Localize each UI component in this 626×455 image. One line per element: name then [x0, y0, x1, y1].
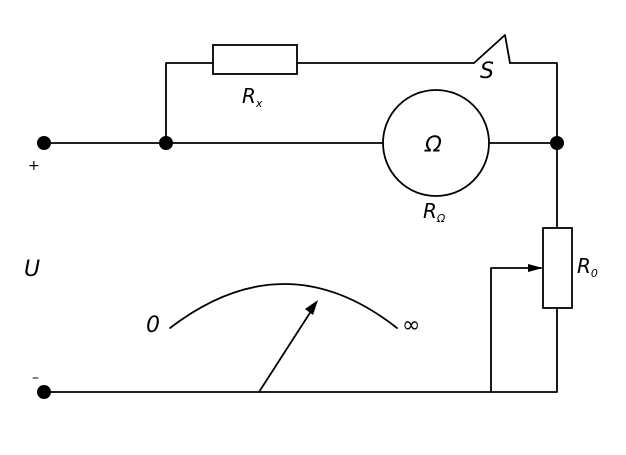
source-label: U [24, 257, 40, 282]
ohmmeter-label: RΩ [423, 199, 446, 225]
positive-terminal-dot [37, 136, 51, 150]
rheostat-slider-wire [490, 267, 542, 393]
right-junction-dot [550, 136, 564, 150]
left-junction-dot [159, 136, 173, 150]
scale-arc [169, 283, 398, 329]
switch-label: S [480, 59, 494, 84]
ohmmeter [382, 89, 490, 197]
switch-s [473, 34, 511, 64]
scale-infinity-label: ∞ [402, 313, 420, 338]
scale-zero-label: 0 [146, 313, 160, 338]
ohmmeter-main: R [423, 199, 437, 223]
negative-sign: – [32, 370, 39, 386]
bottom-wire [43, 307, 558, 393]
pointer-arrowhead [305, 300, 318, 315]
positive-sign: + [28, 158, 40, 174]
slider-arrowhead [528, 264, 543, 272]
upper-branch-wire [165, 62, 558, 144]
resistor-rx-label: Rx [242, 84, 263, 110]
resistor-rx [212, 44, 298, 75]
ohm-symbol: Ω [424, 133, 442, 158]
pointer-needle [258, 304, 316, 393]
resistor-rx-main: R [242, 84, 256, 108]
rheostat-r0 [542, 227, 573, 309]
rheostat-label: R0 [577, 254, 598, 280]
rheostat-main: R [577, 254, 591, 278]
resistor-rx-sub: x [255, 97, 263, 110]
negative-terminal-dot [37, 385, 51, 399]
rheostat-sub: 0 [591, 267, 598, 280]
ohmmeter-sub: Ω [436, 212, 446, 225]
